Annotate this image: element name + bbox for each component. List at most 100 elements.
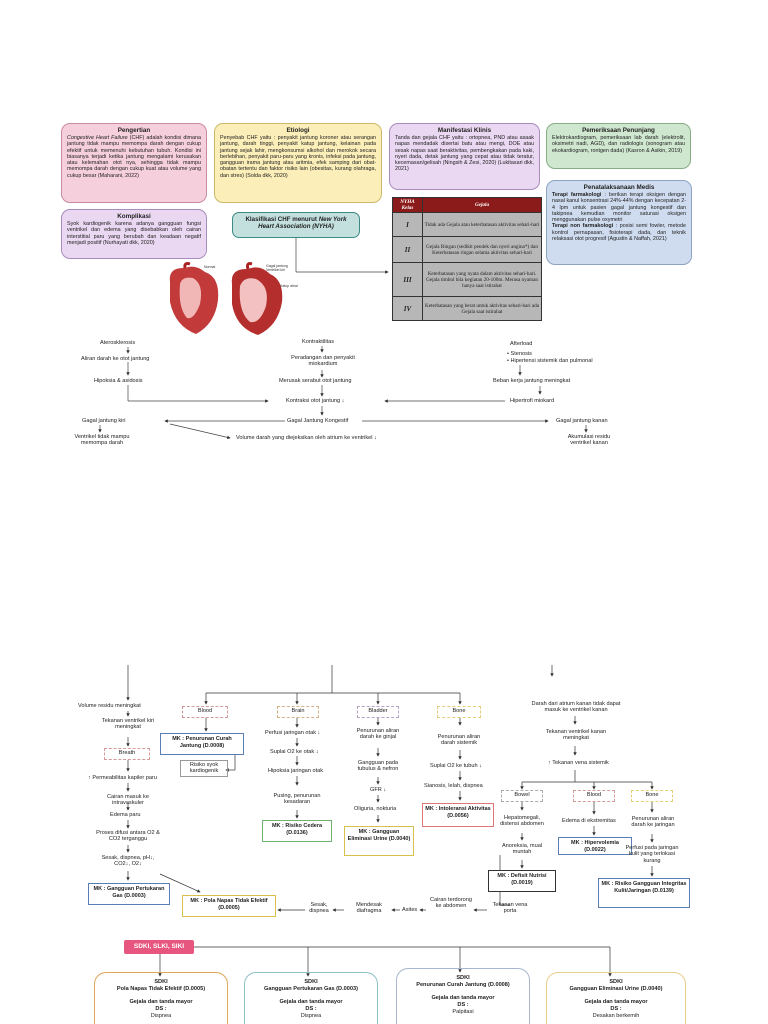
nyha-header-gejala: Gejala: [422, 197, 542, 213]
box-pengertian: Pengertian Congestive Heart Failure (CHF…: [61, 123, 207, 203]
sdki-card-name: Gangguan Eliminasi Urine (D.0040): [569, 985, 663, 992]
pengertian-text: Congestive Heart Failure (CHF) adalah ko…: [67, 135, 202, 179]
blood-tag: Blood: [182, 706, 228, 718]
sdki-card-name: Pola Napas Tidak Efektif (D.0005): [116, 985, 206, 992]
etiologi-text: Penyebab CHF yaitu : penyakit jantung ko…: [220, 135, 376, 179]
sdki-card-ds: DS :: [610, 1006, 622, 1013]
flow-hipoksia-asidosis: Hipoksia & asidosis: [94, 378, 143, 384]
tekanan-vena-porta: Tekanan vena porta: [492, 902, 528, 915]
volume-residu: Volume residu meningkat: [78, 703, 141, 709]
nyha-class: II: [392, 236, 423, 263]
box-komplikasi: Komplikasi Syok kardiogenik karena adany…: [61, 209, 207, 259]
sdki-card-pola-napas: SDKI Pola Napas Tidak Efektif (D.0005) G…: [94, 972, 228, 1024]
penurunan-aliran-ginjal: Penurunan aliran darah ke ginjal: [356, 728, 400, 741]
box-penatalaksanaan: Penatalaksanaan Medis Terapi farmakologi…: [546, 180, 692, 265]
sdki-card-gejala: Gejala dan tanda mayor: [584, 999, 648, 1006]
hepatomegali: Hepatomegali, distensi abdomen: [500, 815, 544, 828]
sdki-card-name: Gangguan Pertukaran Gas (D.0003): [264, 985, 358, 992]
anoreksia: Anoreksia, mual muntah: [501, 843, 543, 856]
penurunan-sistemik: Penurunan aliran darah sistemik: [437, 734, 481, 747]
perfusi-otak: Perfusi jaringan otak ↓: [265, 730, 321, 736]
flow-kontraksi-otot: Kontraksi otot jantung ↓: [286, 398, 345, 404]
flow-kontraktilitas: Kontraktilitas: [302, 339, 335, 345]
hipoksia-otak: Hipoksia jaringan otak: [268, 768, 324, 774]
flow-akumulasi: Akumulasi residu ventrikel kanan: [567, 434, 611, 447]
sdki-card-ds: DS :: [457, 1002, 469, 1009]
sesak-dispnea: Sesak, dispnea: [309, 902, 329, 915]
perfusi-kulit: Perfusi pada jaringan kulit yang terloka…: [625, 845, 679, 864]
bone-tag-right: Bone: [631, 790, 673, 802]
sdki-card-ds: DS :: [305, 1006, 317, 1013]
heart-label: Gagal jantung: [266, 264, 288, 268]
nyha-gejala: Keterbatasan yang berat untuk aktivitas …: [422, 296, 542, 321]
sdki-card-item: Desakan berkemih: [592, 1012, 640, 1019]
heart-label: Ventrikel kiri: [266, 268, 285, 272]
mk-hipervolemia: MK : Hipervolemia (D.0022): [558, 837, 632, 855]
klasifikasi-title: Klasifikasi CHF menurut New York Heart A…: [245, 216, 347, 230]
box-manifestasi: Manifestasi Klinis Tanda dan gejala CHF …: [389, 123, 540, 190]
sdki-card-name: Penurunan Curah Jantung (D.0008): [416, 981, 510, 988]
permeabilitas: ↑ Permeabilitas kapiler paru: [88, 775, 158, 781]
flow-gagal-kongestif: Gagal Jantung Kongestif: [287, 418, 349, 424]
gfr: GFR ↓: [370, 787, 387, 793]
bone-tag: Bone: [437, 706, 481, 718]
mk-pola-napas: MK : Pola Napas Tidak Efektif (D.0005): [182, 895, 276, 917]
flow-beban-kerja: Beban kerja jantung meningkat: [493, 378, 571, 384]
sdki-header: SDKI, SLKI, SIKI: [124, 940, 194, 954]
penurunan-aliran-jaringan: Penurunan aliran darah ke jaringan: [631, 816, 675, 829]
sdki-card-ds: DS :: [155, 1006, 167, 1013]
pengertian-title: Pengertian: [117, 127, 151, 134]
heart-illustration: Normal Gagal jantung Ventrikel kiri Katu…: [169, 262, 298, 335]
sdki-card-label: SDKI: [456, 975, 470, 981]
pemeriksaan-text: Elektrokardiogram, pemeriksaan lab darah…: [552, 135, 685, 154]
heart-label: Katup atrial: [280, 284, 298, 288]
manifestasi-text: Tanda dan gejala CHF yaitu : ortopnea, P…: [395, 135, 534, 173]
flow-gagal-kiri: Gagal jantung kiri: [82, 418, 126, 424]
sdki-card-label: SDKI: [609, 979, 623, 985]
sianosis: Sianosis, lelah, dispnea: [424, 783, 483, 789]
pemeriksaan-title: Pemeriksaan Penunjang: [582, 127, 655, 134]
sdki-card-item: Dispnea: [300, 1012, 322, 1019]
proses-difusi: Proses difusi antara O2 & CO2 terganggu: [96, 830, 160, 843]
suplai-otak: Suplai O2 ke otak ↓: [270, 749, 319, 755]
risiko-syok: Risiko syok kardiogenik: [180, 760, 228, 777]
nyha-header-class: NYHA Kelas: [392, 197, 423, 213]
sdki-card-label: SDKI: [304, 979, 318, 985]
pusing-kesadaran: Pusing, penurunan kesadaran: [273, 793, 321, 806]
box-klasifikasi: Klasifikasi CHF menurut New York Heart A…: [232, 212, 360, 238]
komplikasi-title: Komplikasi: [117, 213, 151, 220]
flow-gagal-kanan: Gagal jantung kanan: [556, 418, 608, 424]
gangguan-tubulus: Gangguan pada tubulus & nefron: [357, 760, 399, 773]
manifestasi-title: Manifestasi Klinis: [437, 127, 492, 134]
mendesak-diafragma: Mendesak diafragma: [356, 902, 382, 915]
box-etiologi: Etiologi Penyebab CHF yaitu : penyakit j…: [214, 123, 382, 203]
edema-paru: Edema paru: [110, 812, 141, 818]
sdki-card-item: Dispnea: [150, 1012, 172, 1019]
flow-aterosklerosis: Aterosklerosis: [100, 340, 136, 346]
darah-atrium-kanan: Darah dari atrium kanan tidak dapat masu…: [531, 701, 621, 714]
penatalaksanaan-text: Terapi farmakologi : berikan terapi oksi…: [552, 192, 686, 243]
box-pemeriksaan: Pemeriksaan Penunjang Elektrokardiogram,…: [546, 123, 691, 169]
flow-hipertrofi: Hipertrofi miokard: [510, 398, 555, 404]
mk-risiko-cedera: MK : Risiko Cedera (D.0136): [262, 820, 332, 842]
mk-risiko-integritas-kulit: MK : Risiko Gangguan Integritas Kulit/Ja…: [598, 878, 690, 908]
flow-hipertensi: • Hipertensi sistemik dan pulmonal: [507, 358, 593, 364]
cairan-abdomen: Cairan terdorong ke abdomen: [430, 897, 472, 910]
nyha-gejala: Gejala Ringan (sedikit pendek dan nyeri …: [422, 236, 542, 263]
nyha-header-row: NYHA Kelas Gejala: [392, 197, 542, 213]
mk-intoleransi-aktivitas: MK : Intoleransi Aktivitas (D.0056): [422, 803, 494, 827]
sdki-card-gejala: Gejala dan tanda mayor: [129, 999, 193, 1006]
brain-tag: Brain: [277, 706, 319, 718]
tekanan-ventrikel-kanan: Tekanan ventrikel kanan meningkat: [545, 729, 607, 742]
sdki-card-pertukaran-gas: SDKI Gangguan Pertukaran Gas (D.0003) Ge…: [244, 972, 378, 1024]
bladder-tag: Bladder: [357, 706, 399, 718]
cairan-intravaskuler: Cairan masuk ke intravaskuler: [107, 794, 149, 807]
penatalaksanaan-title: Penatalaksanaan Medis: [583, 184, 655, 191]
mk-gangguan-pertukaran-gas: MK : Gangguan Pertukaran Gas (D.0003): [88, 883, 170, 905]
flow-volume-darah: Volume darah yang diejeksikan oleh atriu…: [236, 435, 377, 441]
flow-aliran-darah: Aliran darah ke otot jantung: [81, 356, 150, 362]
flow-ventrikel-tidak: Ventrikel tidak mampu memompa darah: [74, 434, 130, 447]
